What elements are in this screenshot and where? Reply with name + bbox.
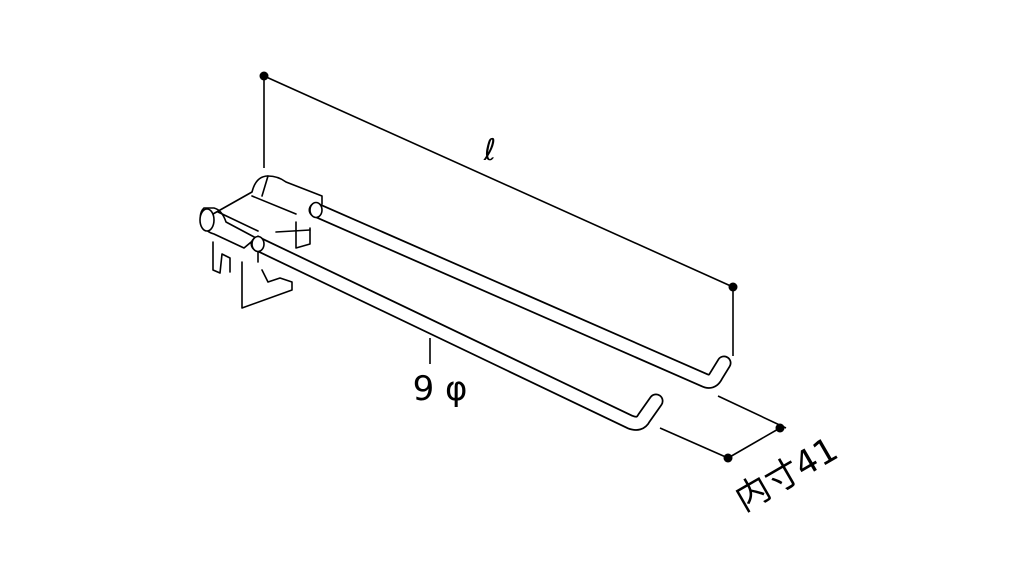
back-rod-end-cap	[309, 201, 323, 219]
inner-endpoint-back	[775, 423, 785, 433]
inner-dimension-line	[727, 427, 781, 459]
bracket-top-groove	[217, 211, 259, 232]
bracket-sleeve	[199, 207, 257, 249]
diameter-callout: 9 φ	[413, 338, 468, 409]
front-rod-end-cap	[251, 235, 265, 253]
diameter-label: 9 φ	[413, 369, 468, 409]
bracket-top-plate	[212, 175, 323, 215]
length-dimension-line	[263, 75, 734, 288]
inner-width-label: 内寸41	[729, 430, 845, 520]
back-rod-fill	[310, 204, 730, 388]
bracket-top-groove-2	[251, 195, 297, 215]
inner-endpoint-front	[723, 453, 733, 463]
bracket-gusset-inner	[275, 229, 311, 233]
inner-width-dimension: 内寸41	[659, 395, 845, 520]
bracket-side-web	[295, 221, 311, 249]
length-dimension: ℓ	[259, 71, 738, 356]
front-rod	[250, 235, 664, 431]
length-endpoint-right	[728, 282, 738, 292]
bracket-gusset	[241, 261, 293, 309]
bracket-top-edge	[261, 175, 269, 197]
inner-extension-back	[717, 395, 787, 429]
front-rod-fill	[252, 238, 662, 430]
length-label: ℓ	[483, 133, 496, 168]
bracket-left-tab	[212, 241, 231, 274]
length-endpoint-left	[259, 71, 269, 81]
inner-extension-front	[659, 427, 729, 459]
mounting-bracket	[212, 175, 323, 309]
sleeve-end-cap	[199, 208, 215, 232]
back-rod	[308, 201, 732, 389]
